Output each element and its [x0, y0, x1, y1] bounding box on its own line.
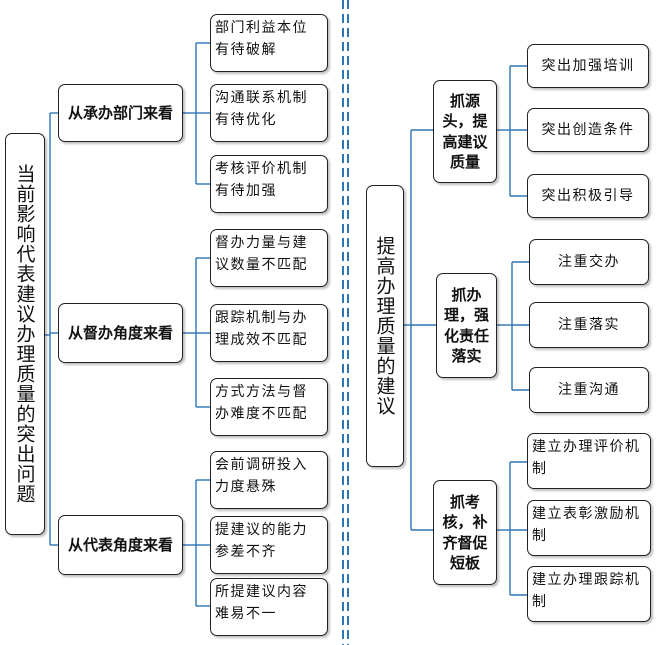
right-root-label: 提高办理质量的建议 [373, 236, 396, 416]
left-leaf-2-1: 督办力量与建议数量不匹配 [210, 229, 328, 287]
right-leaf-3-2-text: 建立表彰激励机制 [532, 506, 641, 545]
right-leaf-2-1: 注重交办 [529, 239, 649, 285]
right-leaf-2-1-text: 注重交办 [558, 253, 620, 270]
left-group-3-title: 从代表角度来看 [67, 535, 173, 554]
left-leaf-3-2: 提建议的能力参差不齐 [210, 516, 328, 574]
left-leaf-2-1-text: 督办力量与建议数量不匹配 [215, 235, 308, 274]
left-root-node: 当前影响代表建议办理质量的突出问题 [5, 133, 45, 535]
left-leaf-1-1-text: 部门利益本位有待破解 [215, 20, 308, 59]
right-group-1: 抓源头，提高建议质量 [433, 80, 497, 183]
right-leaf-1-1: 突出加强培训 [527, 44, 649, 88]
left-tree-connectors [45, 42, 210, 607]
left-leaf-1-2: 沟通联系机制有待优化 [210, 84, 328, 142]
right-group-3-title: 抓考核，补齐督促短板 [442, 493, 488, 572]
right-leaf-2-3-text: 注重沟通 [558, 381, 620, 398]
left-leaf-3-3-text: 所提建议内容难易不一 [215, 584, 308, 623]
right-leaf-3-3: 建立办理跟踪机制 [527, 566, 651, 622]
right-group-2: 抓办理，强化责任落实 [436, 273, 497, 378]
left-leaf-3-3: 所提建议内容难易不一 [210, 578, 328, 636]
left-group-3: 从代表角度来看 [58, 515, 183, 575]
right-group-3: 抓考核，补齐督促短板 [433, 480, 497, 585]
left-leaf-3-1: 会前调研投入力度悬殊 [210, 451, 328, 509]
right-leaf-3-1: 建立办理评价机制 [527, 433, 651, 489]
right-leaf-2-2: 注重落实 [529, 302, 649, 348]
left-leaf-1-3: 考核评价机制有待加强 [210, 155, 328, 213]
right-tree-connectors [404, 65, 529, 596]
right-leaf-1-1-text: 突出加强培训 [541, 57, 635, 74]
right-group-2-title: 抓办理，强化责任落实 [443, 286, 489, 365]
right-leaf-3-2: 建立表彰激励机制 [527, 500, 651, 556]
left-leaf-2-3-text: 方式方法与督办难度不匹配 [215, 384, 308, 423]
left-leaf-1-3-text: 考核评价机制有待加强 [215, 161, 308, 200]
left-leaf-2-2: 跟踪机制与办理成效不匹配 [210, 304, 328, 362]
right-leaf-1-2: 突出创造条件 [527, 108, 649, 152]
right-leaf-2-3: 注重沟通 [529, 367, 649, 413]
left-root-label: 当前影响代表建议办理质量的突出问题 [13, 164, 36, 504]
left-leaf-3-2-text: 提建议的能力参差不齐 [215, 522, 308, 561]
left-group-1: 从承办部门来看 [58, 84, 183, 142]
right-leaf-2-2-text: 注重落实 [558, 316, 620, 333]
left-leaf-2-3: 方式方法与督办难度不匹配 [210, 378, 328, 436]
left-group-2-title: 从督办角度来看 [67, 323, 173, 342]
left-leaf-1-1: 部门利益本位有待破解 [210, 14, 328, 72]
right-leaf-3-3-text: 建立办理跟踪机制 [532, 572, 641, 611]
right-root-node: 提高办理质量的建议 [366, 185, 404, 467]
right-leaf-3-1-text: 建立办理评价机制 [532, 439, 641, 478]
left-group-1-title: 从承办部门来看 [67, 103, 173, 122]
left-leaf-1-2-text: 沟通联系机制有待优化 [215, 90, 308, 129]
right-leaf-1-3-text: 突出积极引导 [541, 187, 635, 204]
left-group-2: 从督办角度来看 [58, 303, 183, 363]
left-leaf-2-2-text: 跟踪机制与办理成效不匹配 [215, 310, 308, 349]
right-leaf-1-3: 突出积极引导 [527, 174, 649, 218]
left-leaf-3-1-text: 会前调研投入力度悬殊 [215, 457, 308, 496]
right-group-1-title: 抓源头，提高建议质量 [442, 92, 488, 171]
right-leaf-1-2-text: 突出创造条件 [541, 121, 635, 138]
